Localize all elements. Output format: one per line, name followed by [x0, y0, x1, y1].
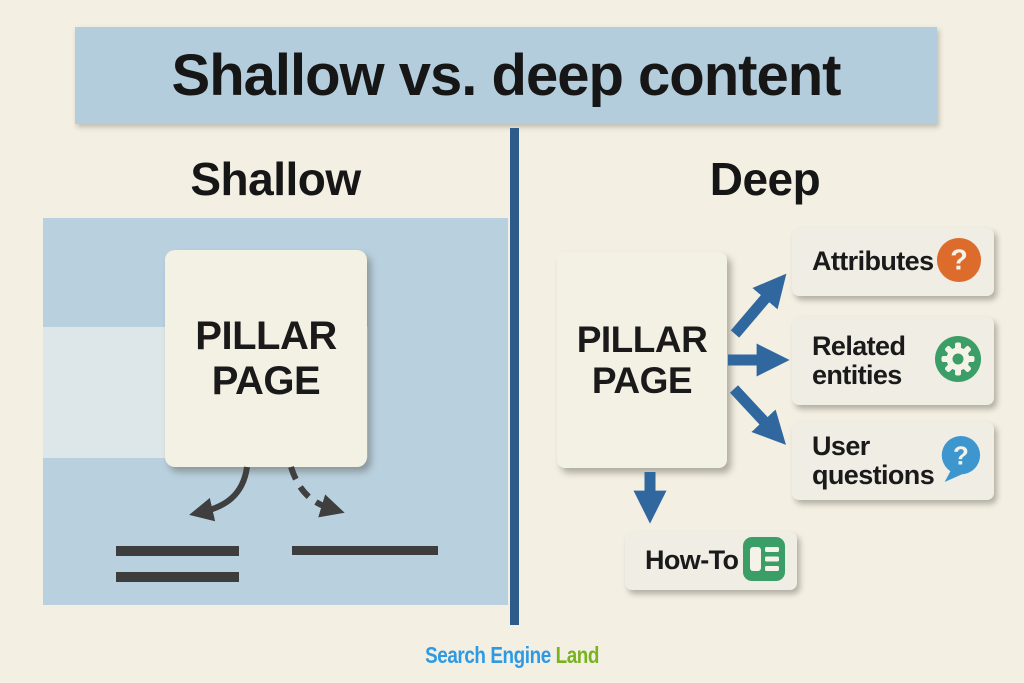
related-entities-card: Related entities — [792, 317, 994, 405]
page-title: Shallow vs. deep content — [171, 43, 842, 108]
related-entities-label: Related entities — [812, 330, 906, 390]
user-questions-card: User questions ? — [792, 422, 994, 500]
brand-logo: Search Engine Land — [0, 642, 1024, 669]
brand-logo-search-engine: Search Engine — [425, 642, 556, 668]
howto-list-icon — [743, 536, 785, 586]
attributes-card: Attributes ? — [792, 228, 994, 296]
question-circle-icon: ? — [936, 237, 982, 288]
brand-logo-land: Land — [555, 642, 600, 668]
thin-content-line — [116, 546, 239, 556]
shallow-pillar-page-card: PILLAR PAGE — [165, 250, 367, 467]
user-questions-label: User questions — [812, 430, 935, 490]
question-bubble-icon: ? — [936, 435, 982, 488]
deep-pillar-page-card: PILLAR PAGE — [557, 252, 727, 468]
shallow-pillar-page-label: PILLAR PAGE — [195, 313, 337, 403]
column-divider — [510, 128, 519, 625]
gear-icon — [934, 335, 982, 388]
svg-text:?: ? — [950, 244, 968, 276]
thin-content-line — [292, 546, 438, 555]
attributes-label: Attributes — [812, 246, 934, 277]
shallow-heading: Shallow — [190, 153, 361, 205]
how-to-card: How-To — [625, 532, 797, 590]
title-banner: Shallow vs. deep content — [75, 27, 937, 124]
how-to-label: How-To — [645, 545, 739, 576]
deep-heading: Deep — [709, 153, 821, 205]
deep-pillar-page-label: PILLAR PAGE — [576, 318, 708, 401]
svg-text:?: ? — [953, 442, 969, 470]
thin-content-line — [116, 572, 239, 582]
